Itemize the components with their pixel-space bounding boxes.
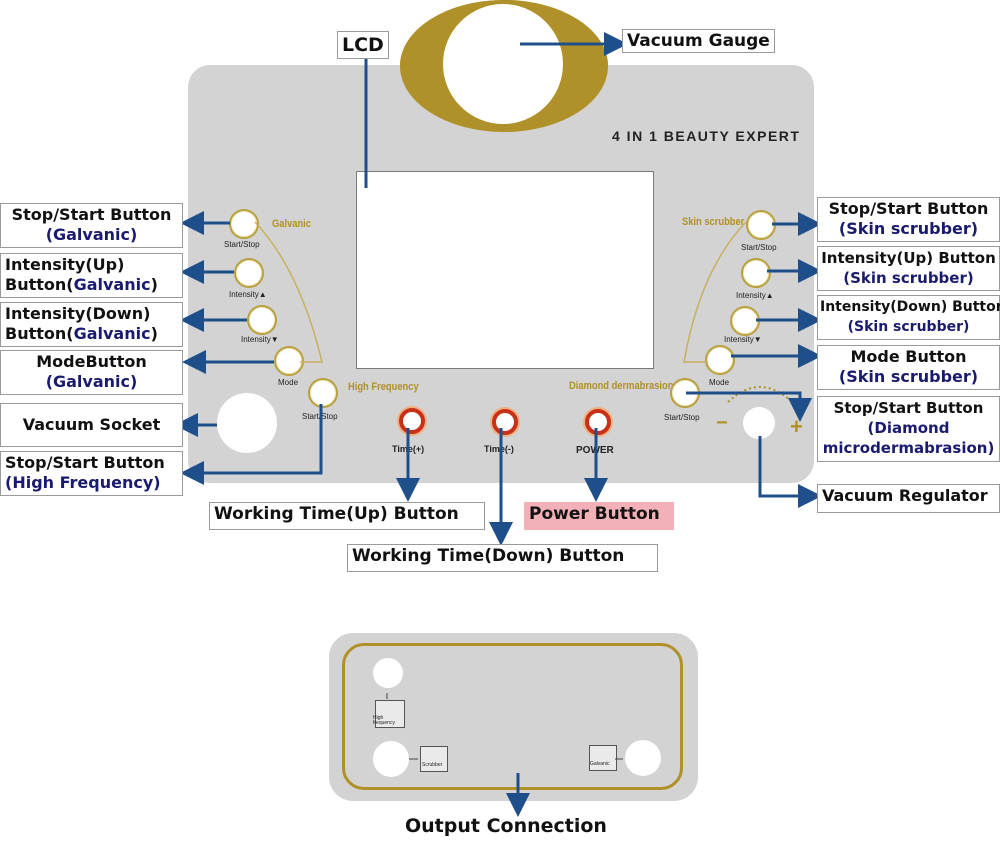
skin-scrubber-start-stop-text: Start/Stop	[741, 243, 777, 252]
regulator-leader	[758, 436, 822, 508]
galvanic-start-stop-text: Start/Stop	[224, 240, 260, 249]
high-frequency-start-stop-button[interactable]	[308, 378, 338, 408]
diamond-dermabrasion-group-label: Diamond dermabrasion	[569, 380, 674, 392]
scrubber-output-icon	[420, 746, 448, 772]
galvanic-gold-arc	[254, 221, 323, 363]
skin-scrubber-intensity-down-text: Intensity▼	[724, 335, 762, 344]
galvanic-intensity-down-button[interactable]	[247, 305, 277, 335]
vacuum-socket[interactable]	[217, 393, 277, 453]
galvanic-mode-text: Mode	[278, 378, 299, 387]
diamond-start-stop-label: Stop/Start Button (Diamond microdermabra…	[817, 396, 1000, 462]
galvanic-mode-button[interactable]	[274, 346, 304, 376]
galvanic-output-socket[interactable]	[625, 740, 661, 776]
galvanic-output-icon	[589, 745, 617, 771]
galvanic-output-text: Galvanic	[590, 761, 610, 767]
galvanic-intensity-down-text: Intensity▼	[241, 335, 279, 344]
working-time-down-label: Working Time(Down) Button	[347, 544, 658, 572]
diamond-start-stop-text: Start/Stop	[664, 413, 700, 422]
high-frequency-output-socket[interactable]	[373, 658, 403, 688]
lcd-screen	[356, 171, 654, 369]
time-minus-text: Time(-)	[484, 444, 514, 454]
vacuum-socket-label: Vacuum Socket	[0, 403, 183, 447]
vacuum-gauge-face	[443, 4, 563, 124]
galvanic-group-label: Galvanic	[272, 218, 311, 230]
working-time-up-label: Working Time(Up) Button	[209, 502, 485, 530]
skin-scrubber-start-stop-label: Stop/Start Button (Skin scrubber)	[817, 197, 1000, 242]
skin-scrubber-mode-label: Mode Button (Skin scrubber)	[817, 345, 1000, 390]
high-frequency-start-stop-label: Stop/Start Button (High Frequency)	[0, 451, 183, 496]
skin-scrubber-mode-button[interactable]	[705, 345, 735, 375]
power-button-label: Power Button	[524, 502, 674, 530]
high-frequency-output-text: High frequency	[373, 715, 395, 726]
hf-leader	[180, 404, 323, 485]
skin-scrubber-intensity-up-text: Intensity▲	[736, 291, 774, 300]
scrubber-output-socket[interactable]	[373, 741, 409, 777]
skin-scrubber-intensity-down-label: Intensity(Down) Button (Skin scrubber)	[817, 295, 1000, 340]
diamond-leader	[686, 391, 812, 422]
skin-scrubber-group-label: Skin scrubber	[682, 216, 745, 228]
brand-label: 4 IN 1 BEAUTY EXPERT	[612, 128, 801, 144]
galvanic-intensity-up-label: Intensity(Up) Button(Galvanic)	[0, 253, 183, 298]
skin-scrubber-mode-text: Mode	[709, 378, 730, 387]
output-panel-gold-border	[342, 643, 683, 790]
galvanic-start-stop-label: Stop/Start Button (Galvanic)	[0, 203, 183, 248]
galvanic-intensity-down-label: Intensity(Down) Button(Galvanic)	[0, 302, 183, 347]
time-plus-button[interactable]	[399, 408, 425, 434]
scrubber-output-text: Scrubber	[422, 762, 443, 768]
lcd-label: LCD	[337, 31, 389, 59]
regulator-minus-sign: −	[716, 412, 728, 434]
high-frequency-output-icon	[375, 700, 405, 728]
time-minus-button[interactable]	[492, 409, 518, 435]
skin-scrubber-intensity-up-label: Intensity(Up) Button (Skin scrubber)	[817, 246, 1000, 291]
vacuum-regulator-knob[interactable]	[743, 407, 775, 439]
vacuum-gauge-label: Vacuum Gauge	[622, 29, 775, 53]
power-button[interactable]	[585, 409, 611, 435]
galvanic-mode-label: ModeButton (Galvanic)	[0, 350, 183, 395]
vacuum-regulator-label: Vacuum Regulator	[817, 484, 1000, 513]
galvanic-intensity-up-text: Intensity▲	[229, 290, 267, 299]
high-frequency-group-label: High Frequency	[348, 381, 419, 393]
galvanic-intensity-up-button[interactable]	[234, 258, 264, 288]
regulator-dotted-arc	[727, 386, 793, 403]
galvanic-start-stop-button[interactable]	[229, 209, 259, 239]
scrubber-gold-arc	[683, 221, 747, 363]
output-connection-label: Output Connection	[405, 815, 607, 837]
skin-scrubber-intensity-up-button[interactable]	[741, 258, 771, 288]
